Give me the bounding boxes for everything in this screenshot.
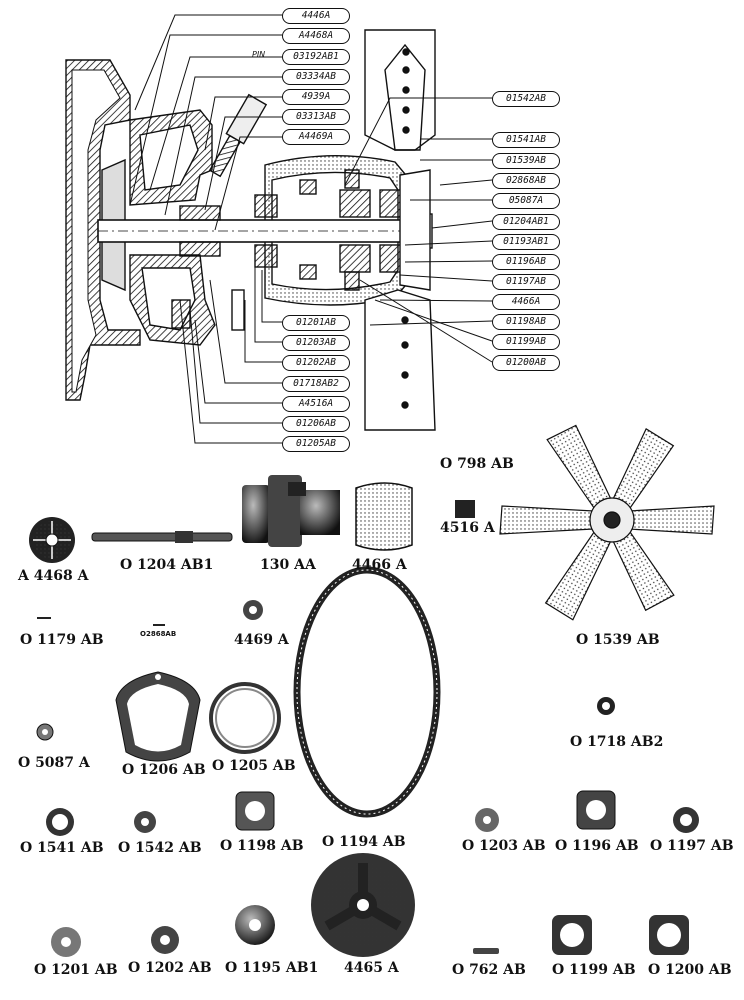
part-o1542ab-nut bbox=[134, 811, 156, 833]
callout-bottom-3: 01202AB bbox=[282, 355, 350, 371]
caption-o1202ab: O 1202 AB bbox=[128, 960, 212, 976]
caption-o762ab: O 762 AB bbox=[452, 962, 526, 978]
part-4469a-nut bbox=[243, 600, 263, 620]
caption-o1204ab1: O 1204 AB1 bbox=[120, 557, 214, 573]
part-o1198ab-flange bbox=[235, 791, 275, 831]
part-o1205ab-ring bbox=[209, 682, 281, 754]
part-o1197ab-seal bbox=[673, 807, 699, 833]
caption-o1718ab2: O 1718 AB2 bbox=[570, 734, 664, 750]
part-o1206ab-gasket bbox=[115, 671, 201, 762]
callout-right-11: 01198AB bbox=[492, 314, 560, 330]
callout-bottom-2: 01203AB bbox=[282, 335, 350, 351]
callout-right-10: 4466A bbox=[492, 294, 560, 310]
callout-bottom-1: 01201AB bbox=[282, 315, 350, 331]
caption-o1196ab: O 1196 AB bbox=[555, 838, 639, 854]
callout-left-3: 03192AB1 bbox=[282, 49, 350, 65]
callout-bottom-7: 01205AB bbox=[282, 436, 350, 452]
part-o1179ab-key bbox=[37, 617, 51, 619]
callout-right-8: 01196AB bbox=[492, 254, 560, 270]
caption-o1199ab: O 1199 AB bbox=[552, 962, 636, 978]
callout-right-7: 01193AB1 bbox=[492, 234, 560, 250]
part-130aa-bearing-assembly bbox=[242, 475, 340, 547]
caption-o1200ab: O 1200 AB bbox=[648, 962, 732, 978]
sectional-assembly-view bbox=[65, 29, 436, 431]
part-o1202ab-washer bbox=[151, 926, 179, 954]
leader-lines bbox=[129, 14, 493, 444]
caption-4516a: 4516 A bbox=[440, 520, 495, 536]
part-o1204ab1-shaft bbox=[91, 531, 233, 543]
part-a4468a-impeller bbox=[29, 517, 75, 563]
part-o5087a-washer bbox=[36, 723, 54, 741]
caption-o1198ab: O 1198 AB bbox=[220, 838, 304, 854]
caption-a4468a: A 4468 A bbox=[18, 568, 89, 584]
caption-o1201ab: O 1201 AB bbox=[34, 962, 118, 978]
part-o2868ab-pin bbox=[153, 624, 165, 626]
callout-left-6: 03313AB bbox=[282, 109, 350, 125]
callout-bottom-5: A4516A bbox=[282, 396, 350, 412]
caption-o1179ab: O 1179 AB bbox=[20, 632, 104, 648]
callout-right-13: 01200AB bbox=[492, 355, 560, 371]
part-o1203ab-washer bbox=[475, 808, 499, 832]
caption-o1194ab: O 1194 AB bbox=[322, 834, 406, 850]
caption-4465a: 4465 A bbox=[344, 960, 399, 976]
caption-130aa: 130 AA bbox=[260, 557, 316, 573]
callout-right-2: 01541AB bbox=[492, 132, 560, 148]
caption-o798ab: O 798 AB bbox=[440, 456, 514, 472]
part-o1539ab-fan bbox=[499, 424, 715, 621]
callout-right-9: 01197AB bbox=[492, 274, 560, 290]
caption-o1542ab: O 1542 AB bbox=[118, 840, 202, 856]
caption-o1539ab: O 1539 AB bbox=[576, 632, 660, 648]
caption-4466a: 4466 A bbox=[352, 557, 407, 573]
part-4465a-pulley bbox=[311, 853, 415, 957]
part-o1718ab2-washer bbox=[597, 697, 615, 715]
part-o1196ab-flange bbox=[576, 790, 616, 830]
part-o1194ab-belt bbox=[293, 566, 441, 818]
callout-left-7: A4469A bbox=[282, 129, 350, 145]
callout-left-2: A4468A bbox=[282, 28, 350, 44]
caption-o1205ab: O 1205 AB bbox=[212, 758, 296, 774]
pin-label: PIN bbox=[252, 50, 266, 59]
caption-o2868ab: O2868AB bbox=[140, 630, 177, 638]
callout-bottom-6: 01206AB bbox=[282, 416, 350, 432]
caption-o1197ab: O 1197 AB bbox=[650, 838, 734, 854]
callout-right-3: 01539AB bbox=[492, 153, 560, 169]
part-o1541ab-seal bbox=[46, 808, 74, 836]
caption-o1206ab: O 1206 AB bbox=[122, 762, 206, 778]
callout-left-4: 03334AB bbox=[282, 69, 350, 85]
callout-left-1: 4446A bbox=[282, 8, 350, 24]
part-o1201ab-washer bbox=[51, 927, 81, 957]
part-4516a-nut bbox=[455, 500, 475, 518]
caption-o5087a: O 5087 A bbox=[18, 755, 90, 771]
callout-right-4: 02868AB bbox=[492, 173, 560, 189]
part-4466a-cover bbox=[355, 482, 413, 551]
part-o1200ab-gasket bbox=[649, 915, 689, 955]
caption-o1195ab1: O 1195 AB1 bbox=[225, 960, 319, 976]
caption-4469a: 4469 A bbox=[234, 632, 289, 648]
callout-right-6: 01204AB1 bbox=[492, 214, 560, 230]
callout-right-1: 01542AB bbox=[492, 91, 560, 107]
caption-o1203ab: O 1203 AB bbox=[462, 838, 546, 854]
part-o1195ab1-bearing bbox=[235, 905, 275, 945]
callout-bottom-4: 01718AB2 bbox=[282, 376, 350, 392]
callout-right-12: 01199AB bbox=[492, 334, 560, 350]
caption-o1541ab: O 1541 AB bbox=[20, 840, 104, 856]
callout-right-5: 05087A bbox=[492, 193, 560, 209]
part-o1199ab-gasket bbox=[552, 915, 592, 955]
callout-left-5: 4939A bbox=[282, 89, 350, 105]
part-o762ab-bolt bbox=[473, 948, 499, 954]
